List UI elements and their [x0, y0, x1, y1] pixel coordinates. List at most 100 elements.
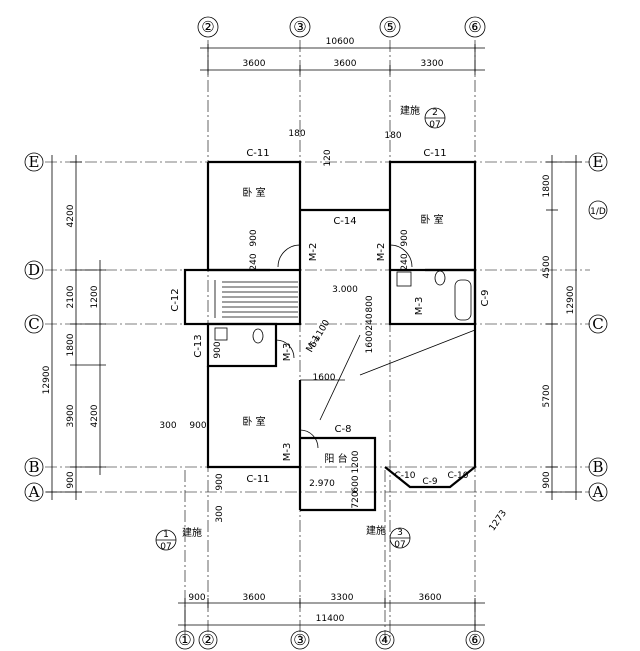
misc-dim-18: 600 — [351, 475, 361, 492]
bottom-axis-bubbles: ① ② ③ ④ ⑥ — [175, 630, 485, 650]
row-bubbles: E D C B A E 1/D C B A — [24, 152, 608, 502]
axis-right-C: C — [592, 315, 603, 333]
misc-dim-11: 900 — [215, 473, 225, 490]
axis-bottom-3: ③ — [293, 631, 306, 649]
dim-top-total: 10600 — [326, 37, 355, 47]
misc-dim-7: 900 — [400, 229, 410, 246]
callout-3-num: 3 — [397, 528, 403, 538]
window-c9-b: C-9 — [422, 477, 438, 487]
elevation-2: 2.970 — [309, 479, 335, 489]
room-balcony: 阳 台 — [324, 452, 347, 465]
dim-bottom-seg-1: 900 — [188, 593, 205, 603]
misc-dim-5: 240 — [249, 253, 259, 270]
axis-top-1: ② — [201, 18, 214, 36]
grid-lines — [45, 40, 590, 640]
misc-dim-2: 120 — [323, 149, 333, 166]
axis-bottom-5: ⑥ — [468, 631, 481, 649]
axis-bottom-4: ④ — [378, 631, 391, 649]
window-c11-b: C-11 — [423, 148, 446, 159]
misc-dim-19: 720 — [351, 491, 361, 508]
misc-dim-15: 800 — [365, 295, 375, 312]
misc-dim-3: 180 — [384, 131, 401, 141]
fixtures — [214, 270, 472, 344]
door-m3-a: M-3 — [414, 297, 425, 316]
elevation-1: 3.000 — [332, 285, 358, 295]
dim-left-inner-2: 4200 — [90, 404, 100, 427]
dim-bottom-seg-4: 3600 — [419, 593, 442, 603]
callout-3-sheet: 07 — [394, 540, 405, 550]
window-c11-a: C-11 — [246, 148, 269, 159]
misc-dim-8: 900 — [213, 341, 223, 358]
misc-dim-6: 240 — [400, 253, 410, 270]
bathtub-icon — [454, 279, 472, 321]
misc-dim-4: 900 — [249, 229, 259, 246]
window-c10-a: C-10 — [395, 471, 416, 481]
dim-top-seg-2: 3600 — [334, 59, 357, 69]
room-bedroom-2: 卧 室 — [420, 213, 443, 226]
callout-2-sheet: 07 — [429, 120, 440, 130]
callouts: 1 07 建施 2 07 建施 3 07 建施 — [155, 104, 446, 552]
dim-left-inner-1: 1200 — [90, 285, 100, 308]
misc-dim-16: 240 — [365, 313, 375, 330]
top-dimensions: 10600 3600 3600 3300 — [200, 37, 485, 75]
opening-labels: C-11 C-11 C-14 C-12 C-13 C-9 C-8 C-11 C-… — [170, 148, 491, 487]
misc-dim-12: 300 — [215, 505, 225, 522]
walls — [183, 160, 477, 512]
window-c8: C-8 — [335, 424, 352, 435]
callout-1-text: 建施 — [182, 526, 202, 539]
window-c12: C-12 — [170, 288, 181, 311]
misc-dim-17: 1200 — [351, 450, 361, 473]
misc-dim-9: 300 — [159, 421, 176, 431]
dim-right-1: 1800 — [542, 174, 552, 197]
toilet-icon — [434, 270, 446, 286]
door-swings — [275, 244, 413, 449]
callout-1-sheet: 07 — [160, 542, 171, 552]
window-c13: C-13 — [193, 334, 204, 357]
misc-dim-14: 1600 — [313, 373, 336, 383]
axis-left-B: B — [28, 458, 39, 476]
misc-dim-20: 1273 — [488, 509, 509, 533]
axis-top-4: ⑥ — [468, 18, 481, 36]
dim-right-total: 12900 — [566, 285, 576, 314]
room-bedroom-3: 卧 室 — [242, 415, 265, 428]
room-labels: 卧 室 卧 室 卧 室 阳 台 — [242, 186, 443, 465]
toilet-icon — [252, 328, 264, 344]
left-dimensions: 12900 4200 2100 1800 3900 900 1200 4200 — [42, 155, 106, 500]
dim-right-4: 900 — [542, 471, 552, 488]
door-m2-b: M-2 — [376, 243, 387, 262]
axis-top-3: ⑤ — [383, 18, 396, 36]
axis-left-E: E — [29, 153, 40, 171]
axis-top-2: ③ — [293, 18, 306, 36]
callout-3-text: 建施 — [366, 524, 386, 537]
axis-bottom-2: ② — [201, 631, 214, 649]
callout-2-num: 2 — [432, 108, 438, 118]
misc-dim-13: 1600 — [365, 330, 375, 353]
misc-dim-10: 900 — [189, 421, 206, 431]
axis-bottom-1: ① — [178, 631, 191, 649]
room-bedroom-1: 卧 室 — [242, 186, 265, 199]
dim-bottom-seg-2: 3600 — [243, 593, 266, 603]
axis-right-1D: 1/D — [590, 207, 606, 217]
window-c11-c: C-11 — [246, 474, 269, 485]
dim-top-seg-1: 3600 — [243, 59, 266, 69]
door-m2-a: M-2 — [308, 243, 319, 262]
dim-bottom-total: 11400 — [316, 614, 345, 624]
door-m3-c: M-3 — [282, 343, 293, 362]
callout-1-num: 1 — [163, 530, 169, 540]
dim-left-total: 12900 — [42, 365, 52, 394]
dim-right-2: 4500 — [542, 255, 552, 278]
dim-left-2: 2100 — [66, 285, 76, 308]
axis-right-B: B — [592, 458, 603, 476]
stair-treads — [222, 281, 298, 318]
bottom-dimensions: 900 3600 3300 3600 11400 — [178, 593, 485, 630]
misc-dim-1: 180 — [288, 129, 305, 139]
axis-left-A: A — [28, 483, 40, 501]
dim-left-1: 4200 — [66, 204, 76, 227]
dim-bottom-seg-3: 3300 — [331, 593, 354, 603]
sink-icon — [396, 271, 412, 287]
axis-right-A: A — [592, 483, 604, 501]
window-c9-a: C-9 — [480, 290, 491, 307]
dim-right-3: 5700 — [542, 384, 552, 407]
axis-right-E: E — [593, 153, 604, 171]
